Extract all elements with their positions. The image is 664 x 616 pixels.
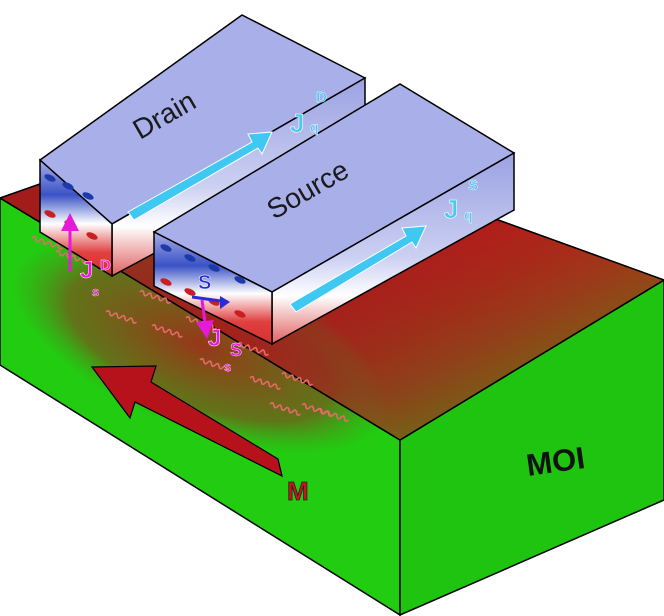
svg-text:J: J: [290, 108, 304, 138]
spin-vector: S: [191, 272, 230, 309]
svg-text:D: D: [100, 257, 111, 274]
svg-text:D: D: [316, 89, 327, 106]
spin-marker: [184, 288, 196, 296]
magnon-wave: [237, 341, 270, 357]
spin-marker: [44, 174, 56, 182]
magnon-wave: [269, 401, 302, 417]
spin-accumulation-glow: [11, 236, 389, 454]
drain-charge-current-label: J D q: [290, 89, 328, 139]
magnon-waves: [31, 235, 350, 423]
svg-text:S: S: [468, 177, 478, 194]
magnon-wave: [31, 235, 64, 251]
magnon-wave: [317, 407, 350, 423]
source-spin-current: J S s: [195, 299, 242, 374]
magnon-wave: [199, 357, 232, 373]
svg-text:q: q: [464, 207, 473, 223]
substrate-label: MOI: [524, 440, 587, 483]
drain-charge-current-arrow: [127, 131, 273, 221]
svg-text:q: q: [310, 119, 319, 135]
svg-text:J: J: [208, 325, 221, 352]
svg-text:s: s: [224, 359, 231, 374]
spin-marker: [234, 310, 246, 318]
spin-marker: [160, 278, 172, 286]
magnetization-label: M: [287, 476, 309, 506]
source-charge-current-label: J S q: [444, 177, 479, 225]
source-electrode: [152, 83, 516, 346]
magnon-wave: [249, 375, 282, 391]
magnon-wave: [139, 289, 172, 305]
svg-text:J: J: [80, 257, 93, 284]
spin-marker: [86, 232, 98, 240]
spin-marker: [184, 254, 196, 262]
svg-text:S: S: [198, 272, 211, 294]
spin-marker: [234, 276, 246, 284]
magnetization-arrow: [90, 365, 283, 478]
magnon-wave: [105, 309, 138, 325]
spin-marker: [160, 244, 172, 252]
magnon-wave: [281, 371, 314, 387]
magnon-wave: [151, 323, 184, 339]
spin-marker: [62, 182, 74, 190]
svg-text:J: J: [444, 194, 458, 224]
svg-text:s: s: [92, 284, 99, 299]
spin-marker: [44, 210, 56, 218]
spin-marker: [82, 192, 94, 200]
drain-spin-current: J D s: [61, 213, 111, 299]
svg-text:S: S: [230, 340, 242, 360]
spin-marker: [208, 264, 220, 272]
source-charge-current-arrow: [289, 225, 427, 313]
